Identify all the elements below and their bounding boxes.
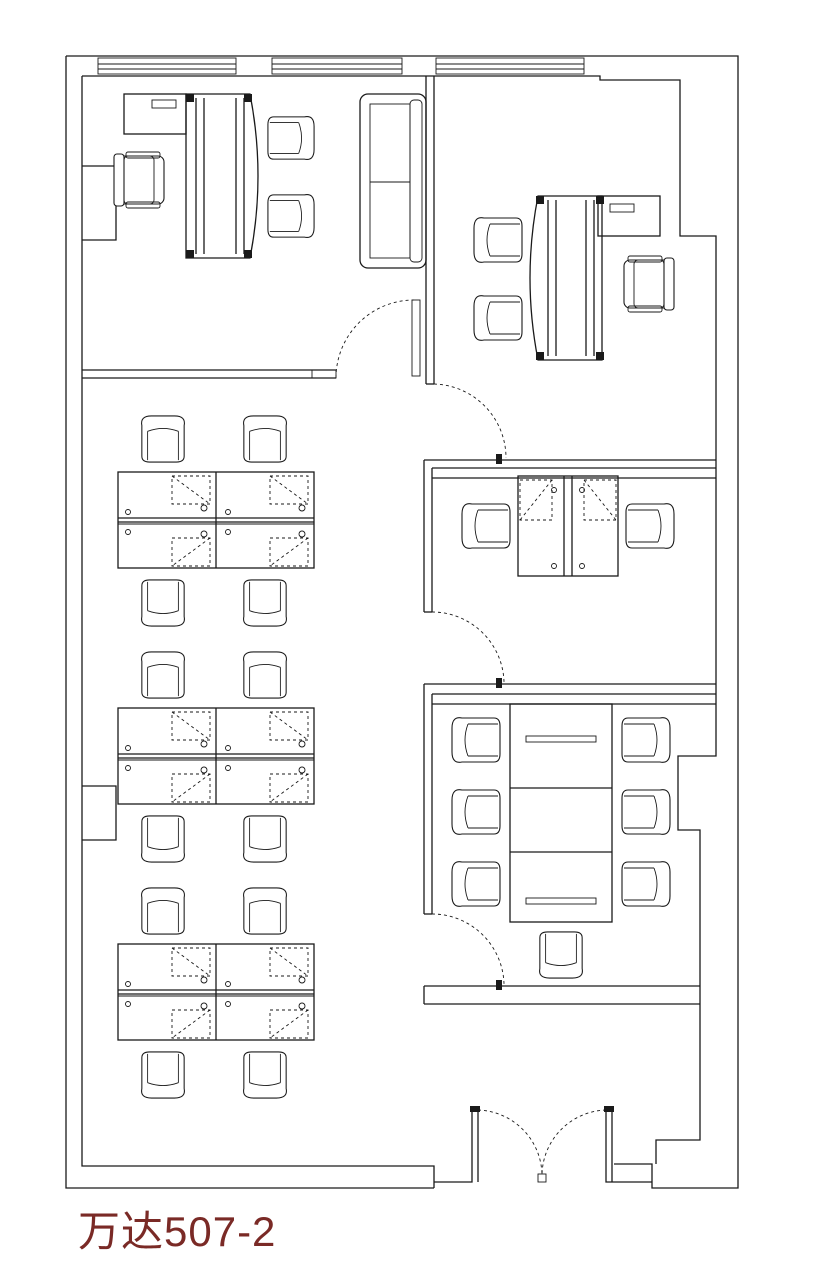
partitions (82, 76, 716, 1005)
doors (335, 299, 652, 1183)
meeting-room (451, 703, 671, 979)
office-top-right (473, 195, 675, 361)
office-top-left (113, 93, 427, 269)
open-office (117, 415, 315, 1099)
windows (97, 57, 585, 75)
plan-caption: 万达507-2 (78, 1208, 277, 1255)
small-meeting-room (461, 475, 675, 577)
outer-walls (65, 55, 739, 1189)
